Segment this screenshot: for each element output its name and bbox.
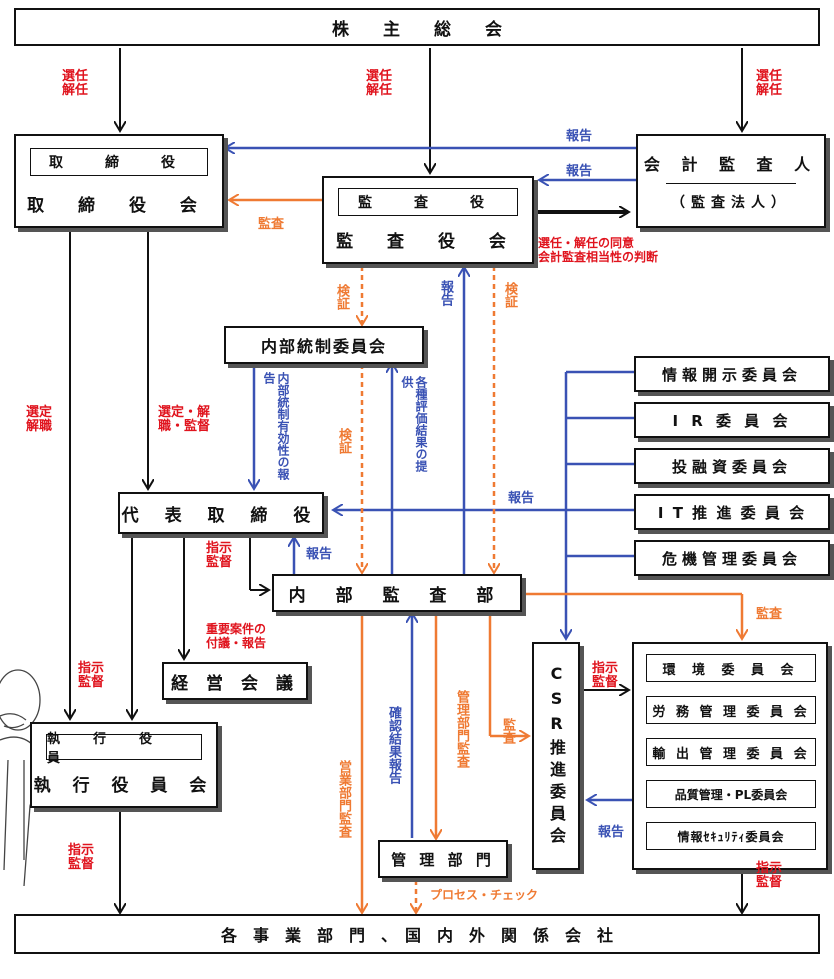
label-ic-effectiveness: 内部統制有効性の報告 [262, 372, 290, 482]
label-elect-accounting: 選任 解任 [756, 70, 782, 98]
auditors-box: 監 査 役 [338, 188, 518, 216]
label-verify-2: 検証 [502, 282, 516, 308]
board-label: 取 締 役 会 [27, 191, 211, 216]
admin-label: 管 理 部 門 [391, 849, 495, 870]
crisis-committee: 危機管理委員会 [634, 540, 830, 576]
management-meeting: 経 営 会 議 [162, 662, 308, 700]
audit-board: 監 査 役 監 査 役 会 [322, 176, 534, 264]
crisis-label: 危機管理委員会 [662, 548, 802, 569]
label-report-to-board: 報告 [566, 130, 592, 144]
disclosure-committee: 情報開示委員会 [634, 356, 830, 392]
label-direct-exec: 指示 監督 [78, 662, 104, 690]
csr-label: CSR推進委員会 [544, 664, 568, 849]
officers-box: 執 行 役 員 [46, 734, 202, 760]
exec-board-label: 執 行 役 員 会 [34, 771, 215, 796]
executive-officers: 執 行 役 員 執 行 役 員 会 [30, 722, 218, 808]
csr-subcommittees: 環 境 委 員 会 労 務 管 理 委 員 会 輸 出 管 理 委 員 会 品質… [632, 642, 828, 870]
business-units: 各 事 業 部 門 、 国 内 外 関 係 会 社 [14, 914, 820, 954]
label-verify-3: 検証 [336, 428, 350, 454]
label-consent: 選任・解任の同意 会計監査相当性の判断 [538, 236, 658, 264]
disclosure-label: 情報開示委員会 [662, 364, 802, 385]
representative-director: 代 表 取 締 役 [118, 492, 324, 534]
ceo-label: 代 表 取 締 役 [122, 501, 321, 526]
export-committee: 輸 出 管 理 委 員 会 [646, 738, 816, 766]
shareholders-meeting: 株 主 総 会 [14, 8, 820, 46]
label-direct-csr: 指示 監督 [592, 662, 618, 690]
label-elect-exec: 選定 解職 [26, 406, 52, 434]
label-confirm-report: 確認結果報告 [386, 706, 400, 784]
csr-committee: CSR推進委員会 [532, 642, 580, 870]
label-direct-bu: 指示 監督 [68, 844, 94, 872]
label-report-ic-auditor: 報告 [438, 280, 452, 306]
accounting-auditor: 会 計 監 査 人 （監査法人） [636, 134, 826, 228]
ir-label: I R 委 員 会 [672, 410, 791, 431]
label-provide-results: 各種評価結果の提供 [400, 376, 428, 476]
label-audit-csr-2: 監査 [500, 718, 514, 744]
admin-dept: 管 理 部 門 [378, 840, 508, 878]
label-report-committees: 報告 [508, 492, 534, 506]
it-committee: I T 推 進 委 員 会 [634, 494, 830, 530]
internal-control-label: 内部統制委員会 [261, 333, 387, 357]
label-audit-csr: 監査 [756, 608, 782, 622]
internal-control-committee: 内部統制委員会 [224, 326, 424, 364]
business-units-label: 各 事 業 部 門 、 国 内 外 関 係 会 社 [221, 922, 613, 946]
label-direct-bu-2: 指示 監督 [756, 862, 782, 890]
label-direct-ia: 指示 監督 [206, 542, 232, 570]
audit-firm-label: （監査法人） [671, 192, 791, 212]
label-elect-ceo: 選定・解 職・監督 [158, 406, 210, 434]
investment-committee: 投融資委員会 [634, 448, 830, 484]
infosec-committee: 情報ｾｷｭﾘﾃｨ委員会 [646, 822, 816, 850]
label-elect-board: 選任 解任 [62, 70, 88, 98]
label-audit-board: 監査 [258, 218, 284, 232]
label-elect-auditor: 選任 解任 [366, 70, 392, 98]
audit-board-label: 監 査 役 会 [336, 227, 520, 252]
label-process-check: プロセス・チェック [430, 888, 538, 902]
board-of-directors: 取 締 役 取 締 役 会 [14, 134, 224, 228]
ir-committee: I R 委 員 会 [634, 402, 830, 438]
it-label: I T 推 進 委 員 会 [658, 502, 806, 523]
management-meeting-label: 経 営 会 議 [171, 669, 299, 694]
label-sales-audit: 営業部門監査 [336, 760, 350, 838]
labor-committee: 労 務 管 理 委 員 会 [646, 696, 816, 724]
label-verify-1: 検証 [334, 284, 348, 310]
quality-committee: 品質管理・PL委員会 [646, 780, 816, 808]
internal-audit-dept: 内 部 監 査 部 [272, 574, 522, 612]
label-management-meeting: 重要案件の 付議・報告 [206, 622, 266, 650]
label-report-ia: 報告 [306, 548, 332, 562]
environment-committee: 環 境 委 員 会 [646, 654, 816, 682]
investment-label: 投融資委員会 [672, 456, 792, 477]
directors-box: 取 締 役 [30, 148, 208, 176]
label-report-to-auditor: 報告 [566, 165, 592, 179]
internal-audit-label: 内 部 監 査 部 [289, 581, 506, 606]
accounting-auditor-label: 会 計 監 査 人 [644, 151, 818, 175]
shareholders-label: 株 主 総 会 [332, 15, 502, 40]
label-report-csr: 報告 [598, 826, 624, 840]
label-admin-audit: 管理部門監査 [454, 690, 468, 768]
